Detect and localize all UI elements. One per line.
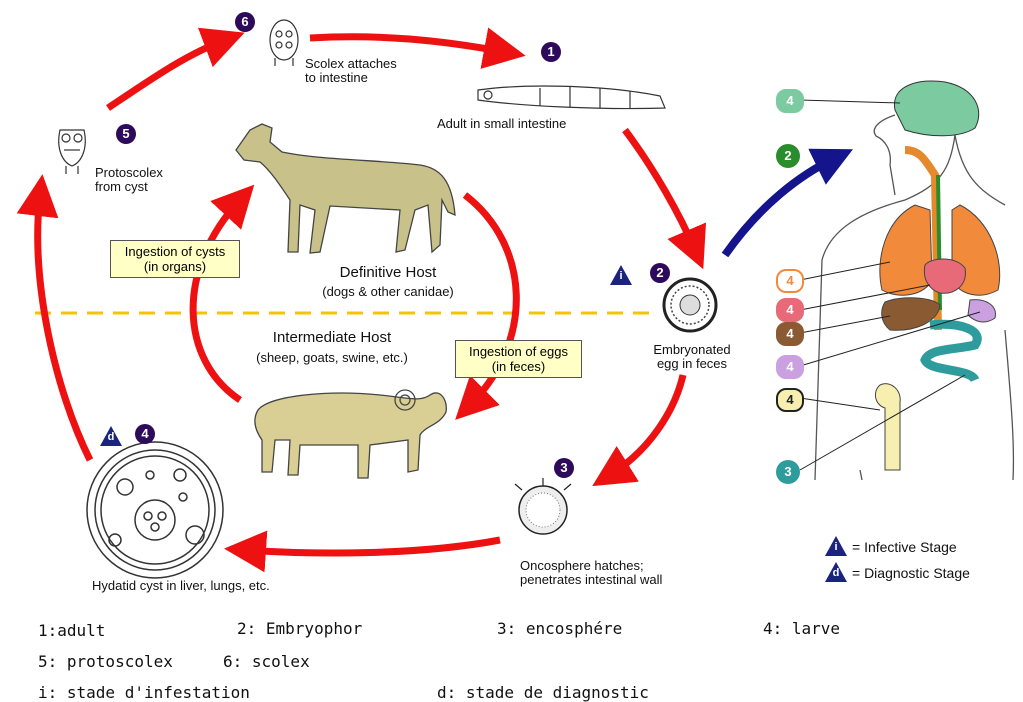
stage-2-label-line2: egg in feces (642, 356, 742, 371)
legend-infective-icon: i (825, 536, 847, 556)
stage-3-label-line2: penetrates intestinal wall (520, 572, 662, 587)
sheep-illustration (255, 390, 447, 478)
human-label-heart: 4 (776, 298, 804, 322)
note-adult: 1:adult (38, 621, 105, 640)
stage-6-label-line1: Scolex attaches (305, 56, 397, 71)
human-label-spleen: 4 (776, 355, 804, 379)
ingestion-of-eggs-box: Ingestion of eggs (in feces) (455, 340, 582, 378)
infective-stage-marker: i (610, 265, 632, 285)
human-label-bone: 4 (776, 388, 804, 412)
human-label-liver: 4 (776, 322, 804, 346)
stage-5-label-line2: from cyst (95, 179, 148, 194)
legend-diagnostic-icon: d (825, 562, 847, 582)
intermediate-host-subtitle: (sheep, goats, swine, etc.) (222, 350, 442, 365)
stage-6-marker: 6 (235, 12, 255, 32)
definitive-host-subtitle: (dogs & other canidae) (283, 284, 493, 299)
ingestion-of-eggs-line1: Ingestion of eggs (456, 344, 581, 359)
legend-diagnostic-text: = Diagnostic Stage (852, 566, 970, 581)
scolex-illustration (270, 20, 298, 66)
intermediate-host-title: Intermediate Host (232, 330, 432, 345)
human-organs (875, 150, 999, 470)
human-label-stage-2: 2 (776, 144, 800, 168)
adult-worm-illustration (478, 86, 665, 109)
human-brain (894, 81, 978, 136)
egg-illustration (664, 279, 716, 331)
stage-3-label-line1: Oncosphere hatches; (520, 558, 644, 573)
stage-1-label: Adult in small intestine (437, 116, 566, 131)
note-embryophor: 2: Embryophor (237, 619, 362, 638)
human-label-brain: 4 (776, 89, 804, 113)
human-infection-arrow (725, 158, 835, 255)
ingestion-of-cysts-line2: (in organs) (111, 259, 239, 274)
note-oncosphere: 3: encosphére (497, 619, 622, 638)
stage-2-marker: 2 (650, 263, 670, 283)
note-protoscolex: 5: protoscolex (38, 652, 173, 671)
stage-3-marker: 3 (554, 458, 574, 478)
ingestion-of-cysts-line1: Ingestion of cysts (111, 244, 239, 259)
stage-6-label-line2: to intestine (305, 70, 368, 85)
diagnostic-stage-marker: d (100, 426, 122, 446)
ingestion-of-cysts-box: Ingestion of cysts (in organs) (110, 240, 240, 278)
stage-1-marker: 1 (541, 42, 561, 62)
stage-5-marker: 5 (116, 124, 136, 144)
legend-infective-text: = Infective Stage (852, 540, 957, 555)
stage-5-label-line1: Protoscolex (95, 165, 163, 180)
ingestion-of-eggs-line2: (in feces) (456, 359, 581, 374)
note-larve: 4: larve (763, 619, 840, 638)
dog-illustration (236, 124, 455, 253)
human-label-lungs: 4 (776, 269, 804, 293)
note-scolex: 6: scolex (223, 652, 310, 671)
note-infestation: i: stade d'infestation (38, 683, 250, 702)
hydatid-cyst-illustration (87, 442, 223, 578)
definitive-host-title: Definitive Host (283, 265, 493, 280)
note-diagnostic: d: stade de diagnostic (437, 683, 649, 702)
human-label-stage-3: 3 (776, 460, 800, 484)
protoscolex-illustration (59, 130, 86, 174)
oncosphere-illustration (515, 478, 571, 534)
stage-4-marker: 4 (135, 424, 155, 444)
stage-2-label-line1: Embryonated (642, 342, 742, 357)
stage-4-label: Hydatid cyst in liver, lungs, etc. (92, 578, 270, 593)
